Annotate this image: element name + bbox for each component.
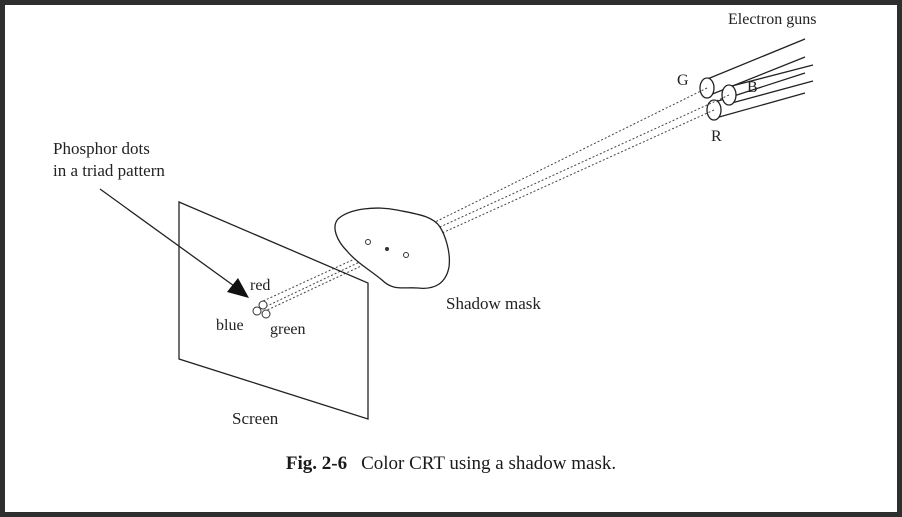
figure-number: Fig. 2-6 (285, 453, 348, 474)
gun-b-label: B (747, 79, 758, 96)
blue-dot-label: blue (216, 317, 244, 334)
pointer-arrowhead (227, 278, 249, 298)
electron-beams (260, 87, 730, 313)
crt-diagram: Electron guns G B R Phosphor dots in a t… (53, 11, 816, 428)
phosphor-label-line2: in a triad pattern (53, 161, 165, 180)
mask-hole (403, 252, 409, 258)
screen-panel (178, 201, 369, 420)
electron-guns-label: Electron guns (728, 11, 816, 28)
electron-guns (699, 38, 814, 121)
phosphor-dot-red (258, 300, 268, 310)
mask-hole (365, 239, 371, 245)
phosphor-label-line1: Phosphor dots (53, 139, 150, 158)
shadow-mask (334, 207, 451, 289)
screen-label: Screen (232, 409, 279, 428)
green-dot-label: green (270, 321, 306, 338)
figure-caption-text: Color CRT using a shadow mask. (361, 453, 617, 474)
phosphor-dot-green (261, 309, 271, 319)
shadow-mask-label: Shadow mask (446, 294, 541, 313)
figure-caption: Fig. 2-6 Color CRT using a shadow mask. (5, 453, 897, 475)
pointer-line (99, 188, 242, 292)
gun-g-label: G (677, 72, 689, 89)
mask-aperture (385, 247, 389, 251)
phosphor-dot-blue (252, 306, 262, 316)
figure-frame: Electron guns G B R Phosphor dots in a t… (5, 5, 897, 512)
gun-r-label: R (711, 128, 722, 145)
red-dot-label: red (250, 277, 270, 294)
